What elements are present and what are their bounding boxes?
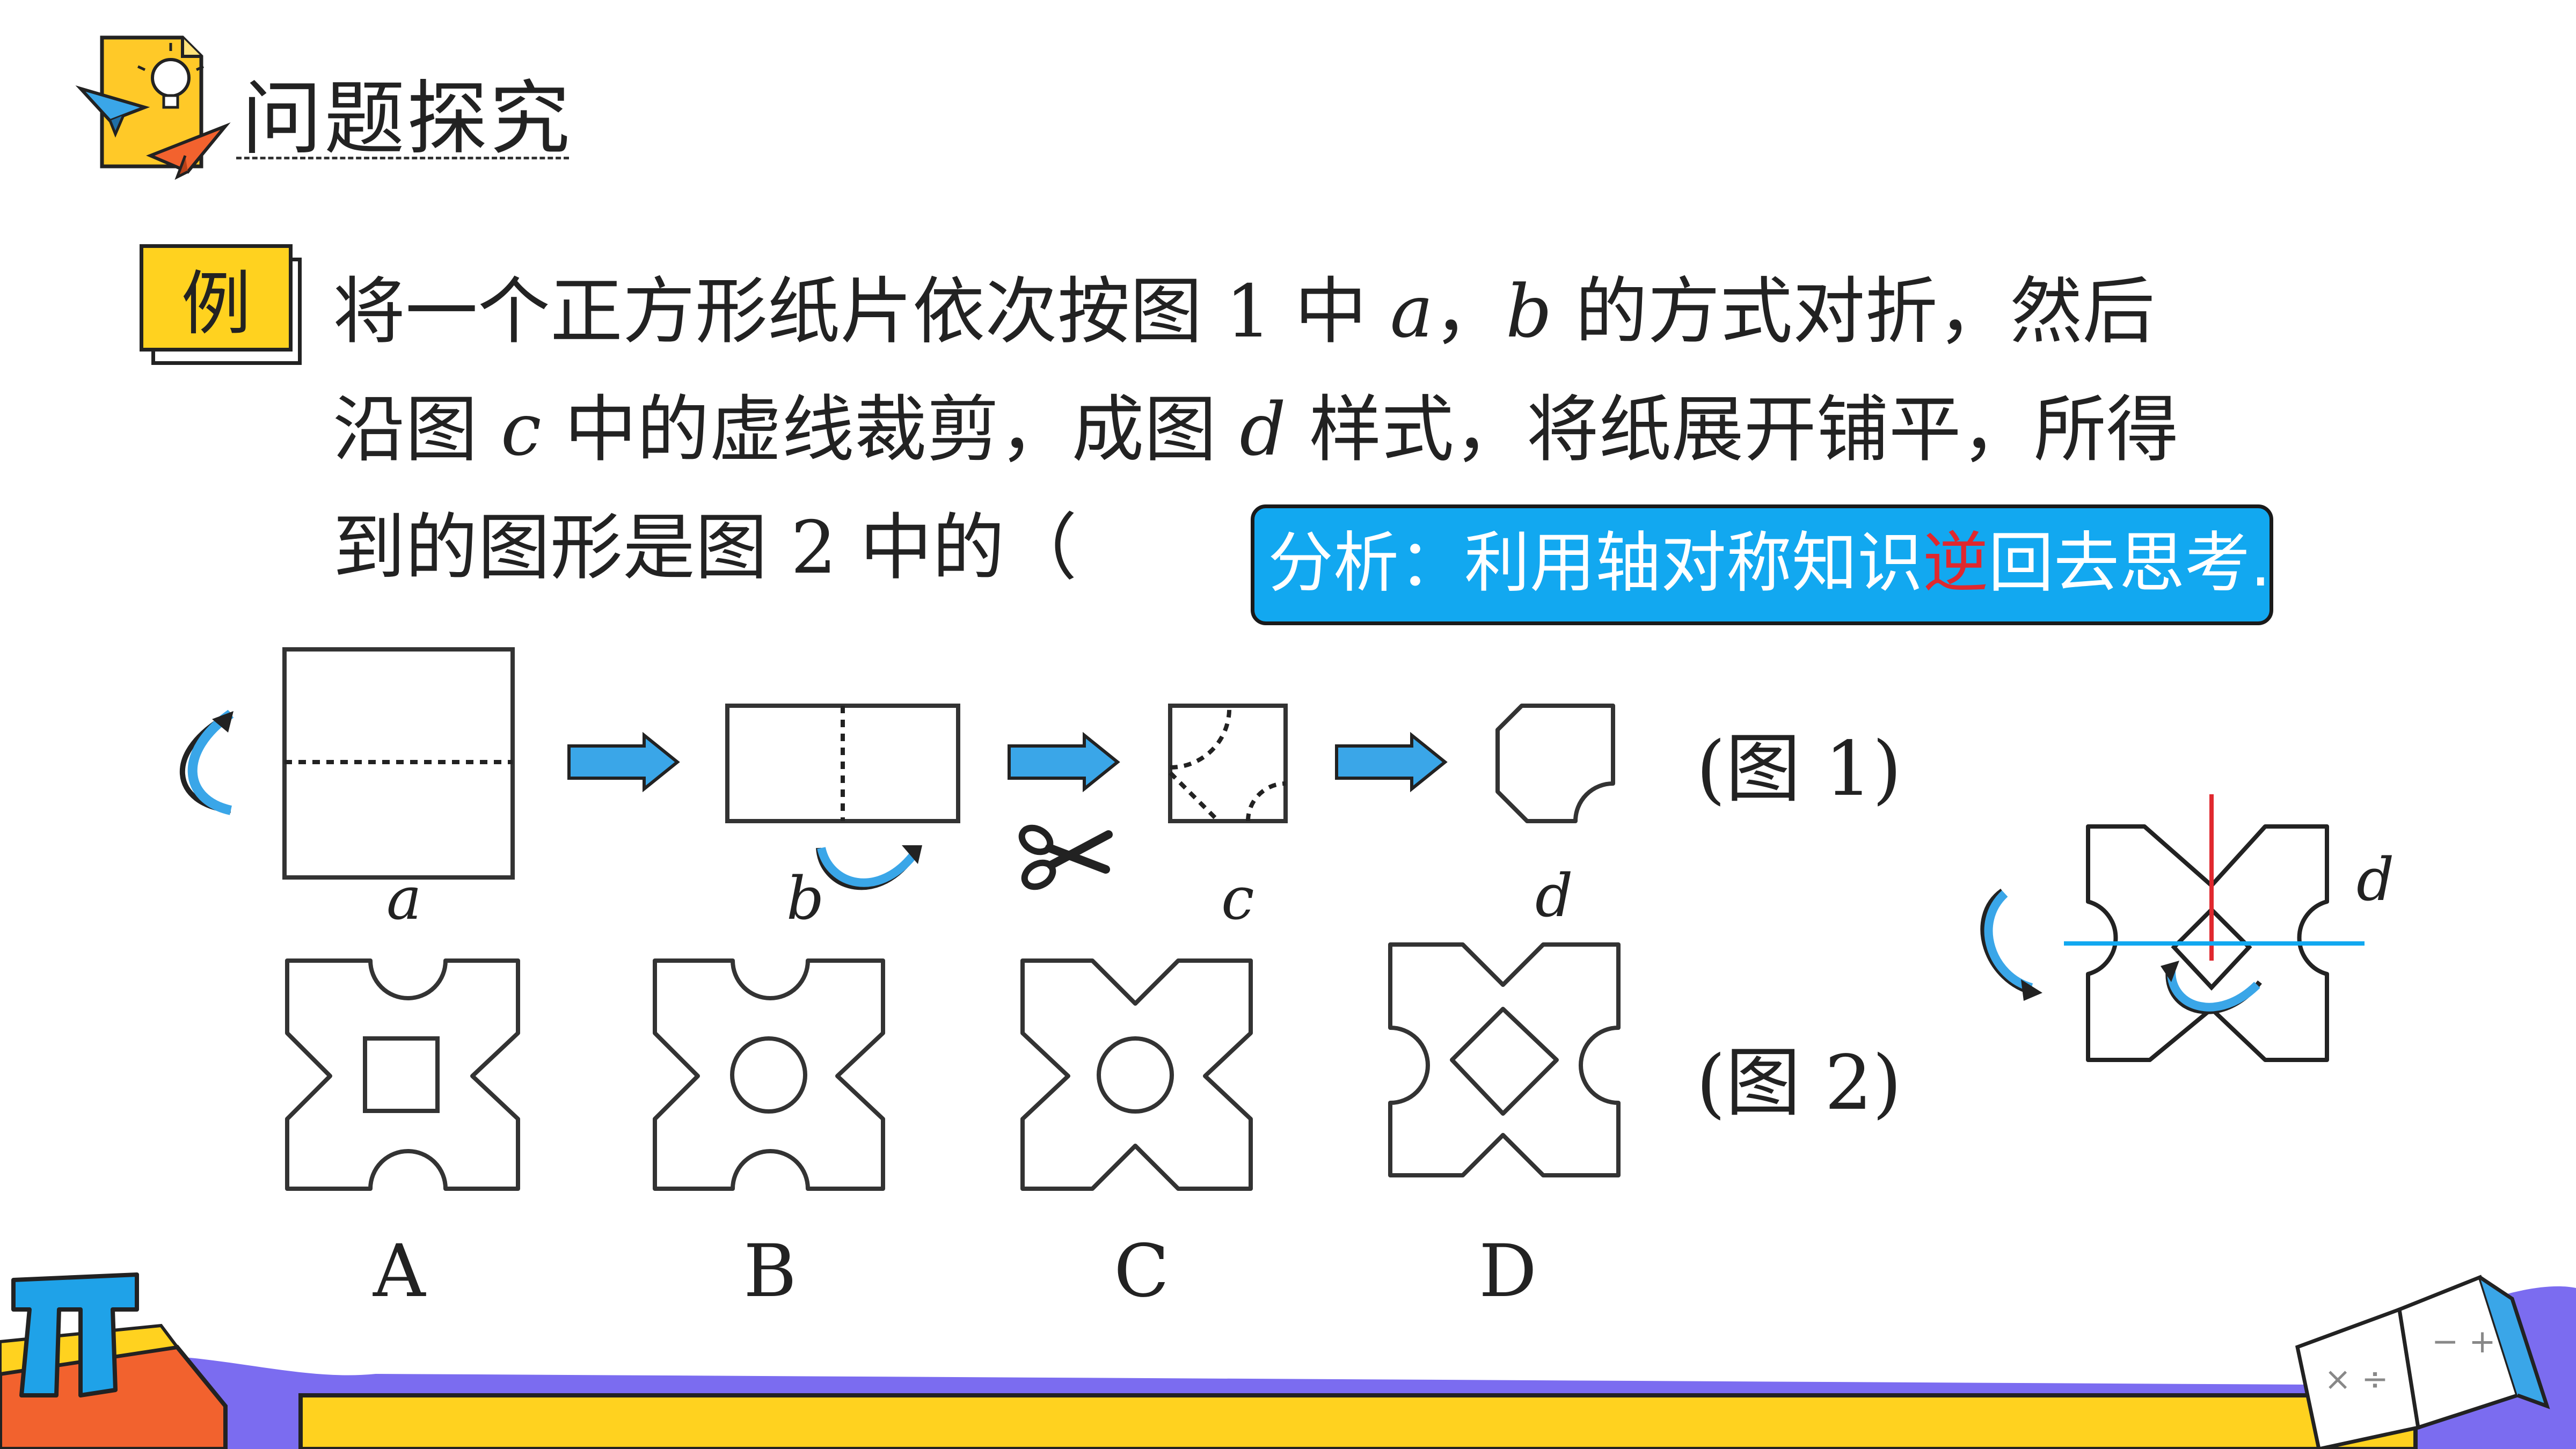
math-var: d	[1239, 387, 1286, 472]
figure1-label: (图 1)	[1696, 726, 1902, 813]
option-label-a[interactable]: A	[373, 1229, 426, 1313]
open-book-icon: × ÷ − +	[2295, 1275, 2550, 1449]
step-arrow	[1335, 731, 1448, 793]
step-label-a: a	[386, 864, 422, 933]
math-var: a	[1390, 269, 1434, 354]
lightbulb-document-paper-plane-icon	[75, 35, 231, 180]
figure1-step-a	[179, 647, 515, 880]
hint-text: 分析：利用轴对称知识	[1268, 525, 1923, 601]
figure1-step-b	[725, 704, 960, 890]
scissors-icon	[1018, 824, 1113, 890]
option-label-b[interactable]: B	[743, 1229, 797, 1313]
option-label-c[interactable]: C	[1114, 1229, 1170, 1313]
question-line-3: 到的图形是图 2 中的（	[333, 488, 1077, 594]
question-line-1: 将一个正方形纸片依次按图 1 中 a，b 的方式对折，然后	[333, 252, 2155, 357]
text: ，	[1433, 269, 1506, 354]
figure1-step-d	[1495, 704, 1615, 823]
step-arrow	[567, 731, 680, 793]
math-var: b	[1506, 269, 1552, 354]
text: 到的图形是图	[333, 506, 791, 590]
text: 中	[1271, 269, 1390, 354]
math-var: c	[500, 387, 542, 472]
text: 中的（	[836, 506, 1077, 590]
svg-text:− +: − +	[2432, 1323, 2496, 1360]
svg-text:× ÷: × ÷	[2324, 1360, 2389, 1398]
page-title: 问题探究	[242, 72, 573, 166]
example-badge: 例	[140, 244, 293, 352]
hint-text: 回去思考.	[1988, 525, 2271, 601]
step-label-b: b	[786, 864, 824, 933]
text: 样式，将纸展开铺平，所得	[1286, 387, 2179, 472]
title-underline	[236, 157, 569, 159]
figure2-label: (图 2)	[1696, 1040, 1902, 1127]
figure-number: 1	[1225, 269, 1272, 354]
step-arrow	[1008, 731, 1120, 793]
pi-symbol-icon	[0, 1272, 228, 1449]
analysis-figure	[1980, 794, 2365, 1062]
figure-number: 2	[790, 506, 837, 590]
option-c-shape	[1020, 958, 1253, 1191]
option-a-shape	[285, 958, 520, 1191]
text: 将一个正方形纸片依次按图	[333, 269, 1225, 354]
analysis-hint-box: 分析：利用轴对称知识逆回去思考.	[1251, 504, 2273, 625]
text: 的方式对折，然后	[1552, 269, 2155, 354]
text: 沿图	[333, 387, 501, 472]
question-line-2: 沿图 c 中的虚线裁剪，成图 d 样式，将纸展开铺平，所得	[333, 370, 2179, 475]
figure1-step-c	[1168, 704, 1288, 823]
option-d-shape	[1388, 942, 1621, 1177]
analysis-figure-label: d	[2356, 845, 2395, 914]
step-label-d: d	[1535, 861, 1573, 930]
option-label-d[interactable]: D	[1479, 1229, 1537, 1313]
footer-band	[0, 1286, 2576, 1449]
text: 中的虚线裁剪，成图	[541, 387, 1240, 472]
step-label-c: c	[1221, 864, 1254, 933]
hint-highlight: 逆	[1923, 525, 1988, 601]
option-b-shape	[653, 958, 885, 1191]
